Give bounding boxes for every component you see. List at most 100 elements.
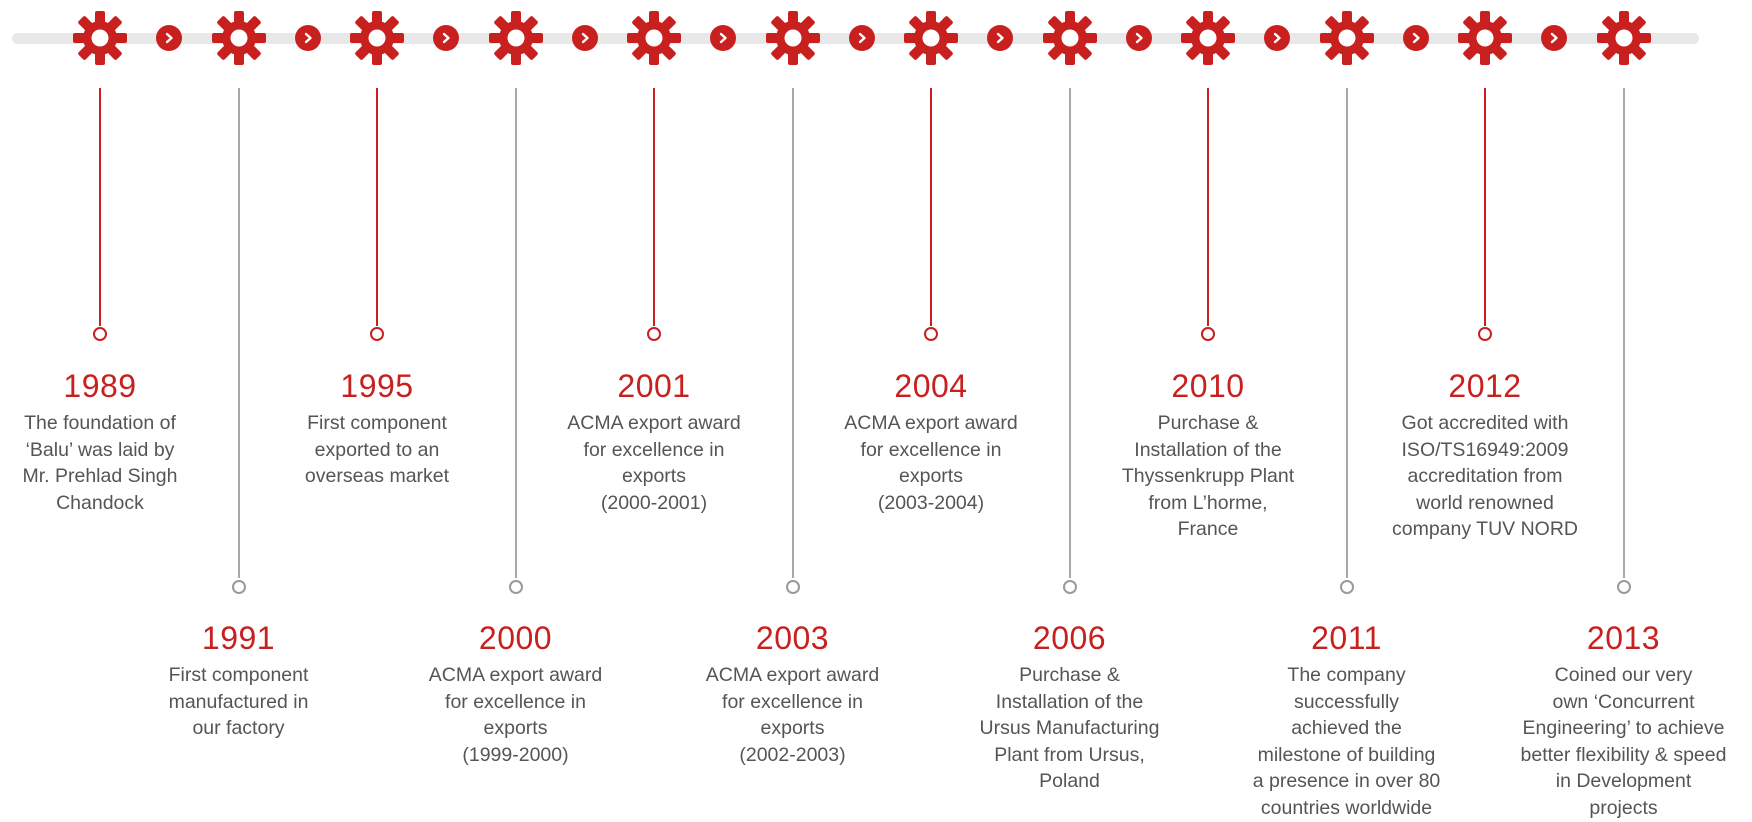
description-line: First component	[307, 412, 447, 434]
description-line: Ursus Manufacturing	[979, 717, 1160, 739]
description-line: (2002-2003)	[739, 743, 846, 766]
description-line: The foundation of	[24, 412, 176, 434]
description-line: for excellence in	[722, 690, 863, 713]
description-line: Chandock	[56, 491, 144, 514]
timeline-node	[93, 327, 107, 341]
description-line: ACMA export award	[705, 664, 880, 686]
description-line: ACMA export award	[428, 664, 603, 686]
connector-line	[1068, 88, 1071, 578]
description-line: for excellence in	[445, 690, 586, 713]
event-description: ACMA export award for excellence in export…	[688, 662, 898, 768]
event-year: 2012	[1448, 368, 1522, 404]
gear-icon	[903, 10, 959, 66]
gear-icon	[1180, 10, 1236, 66]
gear-icon	[765, 10, 821, 66]
chevron-right-icon	[987, 25, 1014, 51]
event-year: 1989	[63, 368, 137, 404]
description-line: in Development	[1555, 770, 1692, 792]
description-line: ‘Balu’ was laid by	[25, 438, 175, 461]
event-description: ACMA export award for excellence in export…	[411, 662, 621, 768]
timeline-node	[231, 580, 246, 594]
description-line: overseas market	[304, 465, 450, 487]
chevron-right-icon	[848, 25, 875, 51]
description-line: world renowned	[1416, 491, 1554, 514]
description-line: Installation of the	[1134, 438, 1282, 461]
description-line: ISO/TS16949:2009	[1401, 438, 1569, 461]
description-line: Mr. Prehlad Singh	[22, 465, 178, 487]
description-line: France	[1177, 518, 1239, 540]
event-year: 1991	[201, 620, 276, 656]
description-line: Thyssenkrupp Plant	[1121, 465, 1295, 487]
description-line: Engineering’ to achieve	[1522, 717, 1725, 739]
chevron-right-icon	[1264, 25, 1291, 51]
event-year: 2011	[1311, 620, 1382, 656]
event-year: 2010	[1171, 368, 1245, 404]
timeline-node	[1339, 580, 1354, 594]
description-line: First component	[168, 664, 309, 686]
description-line: for excellence in	[583, 438, 725, 461]
event-year: 2013	[1586, 620, 1661, 656]
connector-line	[1207, 88, 1209, 326]
description-line: The company	[1287, 664, 1406, 686]
description-line: own ‘Concurrent	[1552, 690, 1695, 713]
description-line: exports	[760, 717, 825, 739]
connector-line	[99, 88, 101, 326]
chevron-right-icon	[1402, 25, 1429, 51]
description-line: Purchase &	[1019, 664, 1120, 686]
description-line: Got accredited with	[1401, 412, 1569, 434]
description-line: ACMA export award	[567, 412, 741, 434]
description-line: countries worldwide	[1260, 796, 1433, 819]
chevron-right-icon	[1125, 25, 1152, 51]
description-line: for excellence in	[860, 438, 1002, 461]
description-line: successfully	[1293, 690, 1400, 713]
event-year: 2000	[478, 620, 553, 656]
description-line: milestone of building	[1257, 743, 1436, 766]
description-line: exports	[483, 717, 548, 739]
event-description: The foundation of ‘Balu’ was laid by Mr. P…	[0, 410, 205, 516]
gear-icon	[211, 10, 267, 66]
description-line: a presence in over 80	[1252, 770, 1441, 792]
timeline-node	[1478, 327, 1492, 341]
timeline-node	[1201, 327, 1215, 341]
connector-line	[791, 88, 794, 578]
description-line: from L’horme,	[1148, 491, 1268, 514]
chevron-right-icon	[1541, 25, 1568, 51]
chevron-right-icon	[710, 25, 737, 51]
connector-line	[1484, 88, 1486, 326]
gear-icon	[1596, 10, 1652, 66]
description-line: Coined our very	[1554, 664, 1693, 686]
timeline-node	[1616, 580, 1631, 594]
timeline-node	[924, 327, 938, 341]
timeline-node	[647, 327, 661, 341]
event-year: 1995	[340, 368, 414, 404]
connector-line	[514, 88, 517, 578]
connector-line	[237, 88, 240, 578]
gear-icon	[1457, 10, 1513, 66]
description-line: exports	[899, 465, 963, 487]
description-line: (2003-2004)	[877, 491, 985, 514]
description-line: better flexibility & speed	[1520, 743, 1727, 766]
description-line: (2000-2001)	[600, 491, 708, 514]
chevron-right-icon	[433, 25, 460, 51]
chevron-right-icon	[294, 25, 321, 51]
connector-line	[1345, 88, 1348, 578]
description-line: Installation of the	[995, 690, 1144, 713]
description-line: Plant from Ursus,	[994, 743, 1145, 766]
connector-line	[1622, 88, 1625, 578]
gear-icon	[626, 10, 682, 66]
timeline-node	[785, 580, 800, 594]
event-year: 2004	[894, 368, 968, 404]
